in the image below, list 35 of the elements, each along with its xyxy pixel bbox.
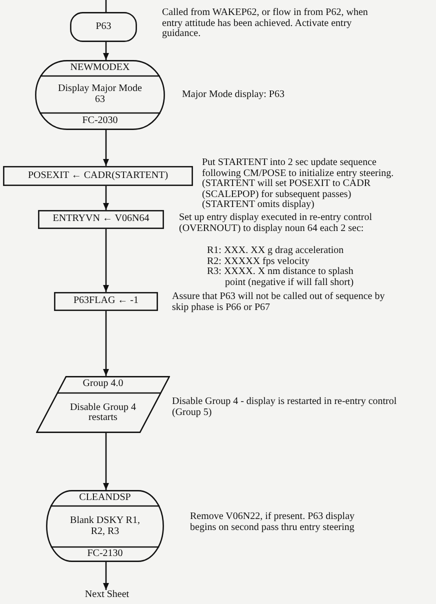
terminal-shape — [70, 12, 137, 42]
flow-arrow — [103, 562, 109, 590]
node-label: FC-2030 — [81, 116, 119, 127]
annotation-text: Put STARTENT into 2 sec update sequence following CM/POSE to initialize entry steering. (STARTENT will set POSEXIT to CADR (SCALEPOP) for subsequent passes) (STARTENT omits display) — [202, 158, 395, 210]
process-box — [3, 166, 193, 186]
node-label: Disable Group 4 restarts — [68, 402, 138, 424]
flow-arrow — [103, 229, 109, 292]
annotation-text: Major Mode display: P63 — [182, 90, 286, 100]
annotation-text: Disable Group 4 - display is restarted in re-entry control (Group 5) — [172, 397, 397, 418]
process-box — [54, 292, 158, 311]
node-label: ENTRYVN ← V06N64 — [52, 214, 150, 225]
flow-arrow — [103, 311, 109, 376]
node-label: P63FLAG ← -1 — [72, 296, 140, 307]
register-note: R1: XXX. XX g drag acceleration — [207, 246, 345, 256]
annotation-text: Called from WAKEP62, or flow in from P62, when entry attitude has been achieved. Activate entry guidance. — [162, 8, 369, 40]
node-label: Blank DSKY R1, R2, R3 — [69, 516, 141, 537]
flow-arrow — [103, 130, 109, 166]
flow-arrow — [103, 42, 109, 60]
annotation-text: Remove V06N22, if present. P63 display begins on second pass thru entry steering — [190, 512, 356, 533]
annotation-text: Set up entry display executed in re-entry control (OVERNOUT) to display noun 64 each 2 sec: — [179, 213, 373, 234]
parallelogram-shape — [36, 376, 170, 433]
node-label: P63 — [94, 22, 112, 32]
connector-label: Next Sheet — [68, 590, 146, 600]
process-box — [38, 210, 164, 229]
node-label: FC-2130 — [86, 549, 124, 560]
node-label: CLEANDSP — [78, 492, 132, 504]
register-note: R3: XXXX. X nm distance to splash point (negative if will fall short) — [207, 267, 355, 288]
annotation-text: Assure that P63 will not be called out of sequence by skip phase is P66 or P67 — [172, 292, 386, 313]
node-label: POSEXIT ← CADR(STARTENT) — [26, 170, 170, 182]
flow-arrow — [103, 186, 109, 210]
node-label: NEWMODEX — [69, 62, 131, 74]
node-label: Display Major Mode 63 — [57, 84, 143, 105]
flow-arrow — [103, 433, 109, 490]
node-label: Group 4.0 — [82, 379, 124, 390]
register-note: R2: XXXXX fps velocity — [207, 256, 310, 267]
